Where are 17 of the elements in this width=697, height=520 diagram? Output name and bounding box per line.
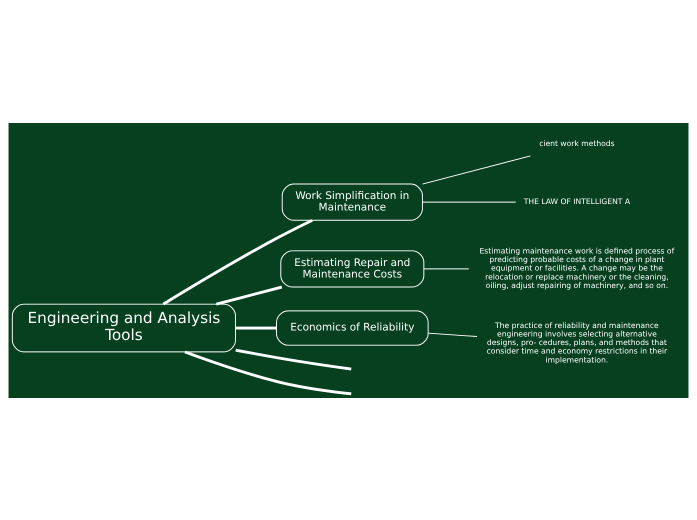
connector (216, 285, 282, 306)
node-box: Engineering and Analysis Tools (12, 303, 236, 352)
node-box: Work Simplification in Maintenance (282, 183, 423, 220)
connector (184, 350, 352, 395)
connector (236, 326, 276, 329)
connector (428, 332, 478, 336)
node-text: Estimating maintenance work is defined process of predicting probable costs of a change in plant equipment or facilities. A change may be the relocation or replace machinery or the cleaning, oiling, adjust repairing of machinery, and so on. (480, 246, 674, 290)
node-text: THE LAW OF INTELLIGENT A (524, 196, 630, 206)
node-box: Economics of Reliability (276, 310, 429, 346)
node-text: The practice of reliability and maintenance engineering involves selecting alternative designs, pro- cedures, plans, and methods that consider time and economy restrictions in their implementation. (486, 320, 668, 364)
connector (235, 348, 352, 370)
connector (422, 154, 531, 184)
connector (424, 268, 470, 269)
node-box: Estimating Repair and Maintenance Costs (280, 250, 424, 287)
node-text: cient work methods (539, 138, 615, 148)
connector (162, 218, 313, 305)
connector (422, 201, 516, 202)
